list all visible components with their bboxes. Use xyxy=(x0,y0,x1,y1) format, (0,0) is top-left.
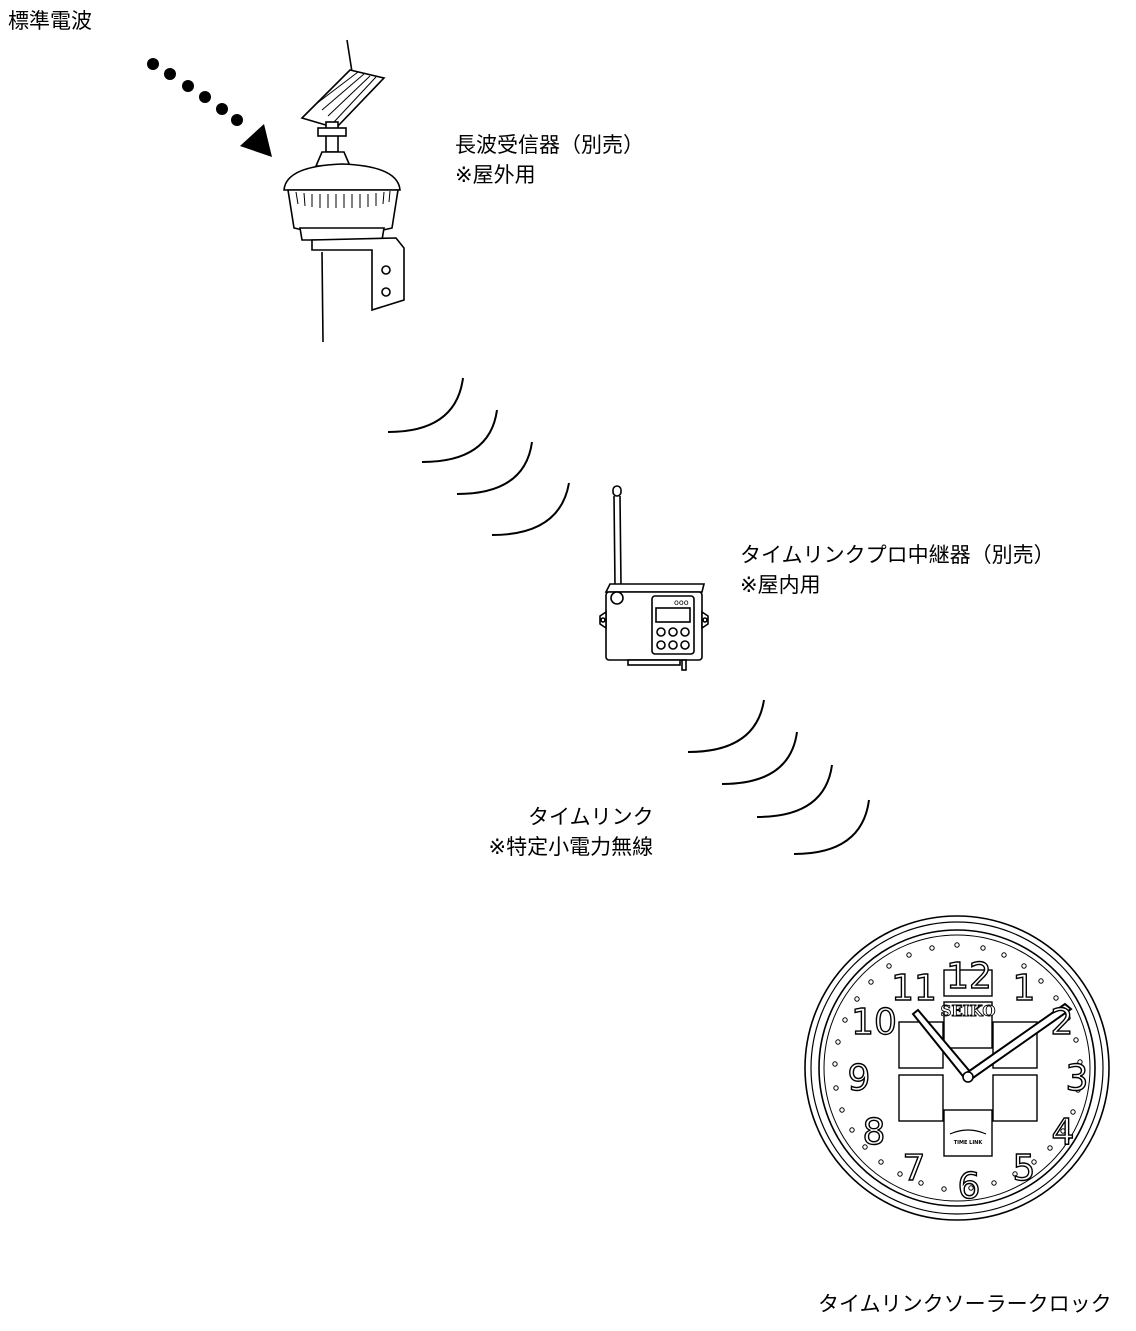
numeral-1: 1 xyxy=(1013,968,1036,1009)
numeral-10: 10 xyxy=(851,1002,897,1043)
numeral-7: 7 xyxy=(903,1148,926,1189)
relay-device-icon xyxy=(599,485,709,671)
receiver-label: 長波受信器（別売） ※屋外用 xyxy=(455,130,644,190)
receiver-device-icon xyxy=(283,39,405,343)
timelink-wave-logo xyxy=(949,1129,987,1135)
solar-clock-icon xyxy=(804,915,1110,1221)
numeral-4: 4 xyxy=(1052,1112,1075,1153)
timelink-label-line2: ※特定小電力無線 xyxy=(488,835,654,859)
wave-arcs-lower xyxy=(687,699,870,855)
standard-wave-arrow xyxy=(147,58,272,157)
wave-arcs-upper xyxy=(387,377,570,536)
clock-brand-logo: SEIKO xyxy=(941,1002,996,1020)
numeral-11: 11 xyxy=(891,968,937,1009)
clock-timelink-logo: TIME LINK xyxy=(954,1140,984,1146)
numeral-5: 5 xyxy=(1013,1148,1036,1189)
numeral-3: 3 xyxy=(1066,1058,1089,1099)
receiver-label-line1: 長波受信器（別売） xyxy=(455,133,644,157)
clock-numerals: 12 1 2 3 4 5 6 7 8 9 10 11 xyxy=(847,955,1089,1207)
clock-minute-dots xyxy=(832,942,1083,1192)
numeral-8: 8 xyxy=(863,1112,886,1153)
clock-caption: タイムリンクソーラークロック xyxy=(818,1292,1112,1316)
timelink-label-line1: タイムリンク xyxy=(528,805,654,829)
relay-label-line1: タイムリンクプロ中継器（別売） xyxy=(740,543,1055,567)
receiver-label-line2: ※屋外用 xyxy=(455,163,536,187)
timelink-label: タイムリンク ※特定小電力無線 xyxy=(488,802,654,862)
relay-label: タイムリンクプロ中継器（別売） ※屋内用 xyxy=(740,540,1055,600)
relay-label-line2: ※屋内用 xyxy=(740,573,821,597)
numeral-6: 6 xyxy=(958,1166,981,1207)
relay-indicator-lights: ooo xyxy=(674,598,689,607)
numeral-12: 12 xyxy=(946,956,992,997)
standard-wave-label: 標準電波 xyxy=(8,9,92,33)
numeral-2: 2 xyxy=(1051,1002,1074,1043)
numeral-9: 9 xyxy=(848,1058,871,1099)
